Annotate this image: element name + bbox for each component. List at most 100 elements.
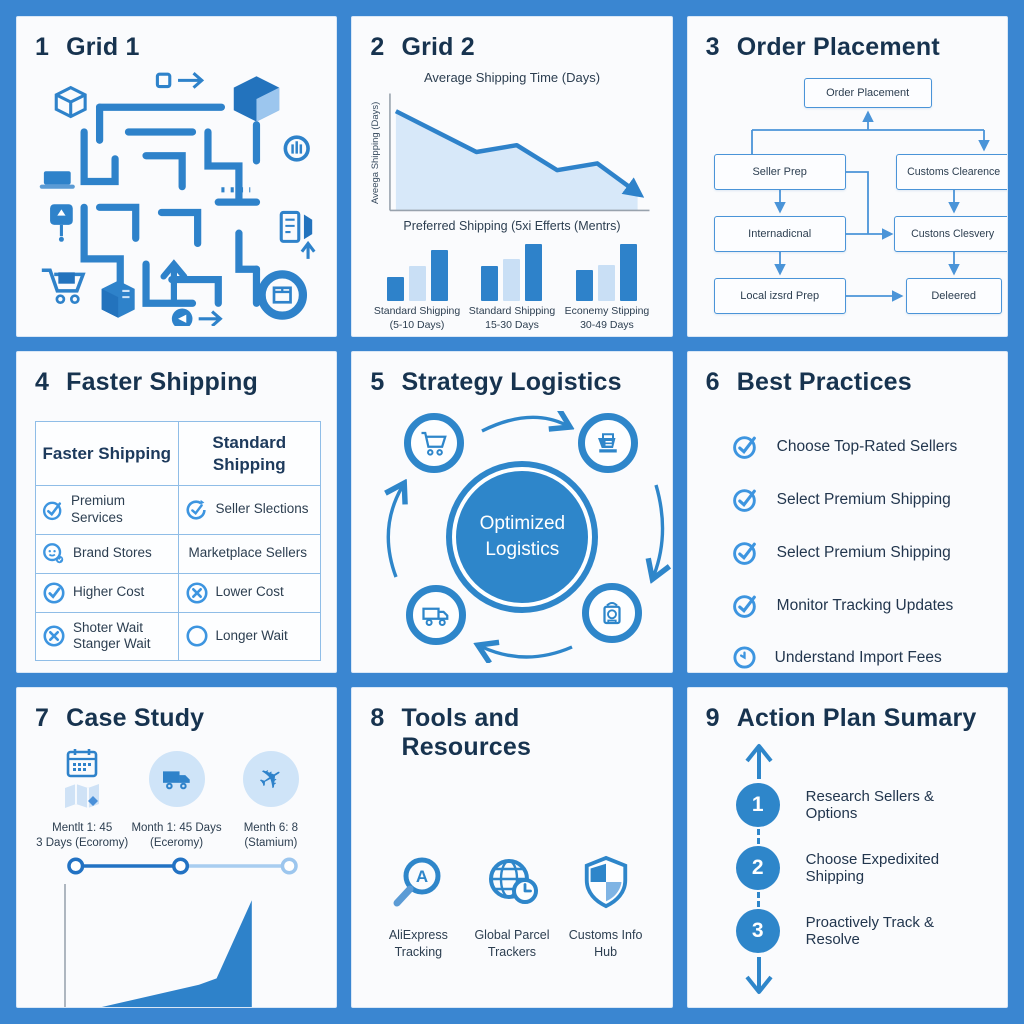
table-row: Shoter Wait Stanger Wait Longer Wait (35, 611, 321, 662)
brand-store-icon (43, 542, 64, 563)
go-arrow-icon (171, 308, 223, 326)
list-item: Choose Top-Rated Sellers (732, 433, 989, 460)
panel-case-study: 7 Case Study Mentlt 1: 45 3 Days (Ecorom… (16, 686, 338, 1008)
flow-box-customs-delivery: Custons Clesvery (893, 216, 1007, 252)
table-cell-text: Marketplace Sellers (188, 545, 308, 561)
panel-5-number: 5 (370, 368, 385, 397)
panel-faster-shipping: 4 Faster Shipping Faster Shipping Standa… (16, 351, 338, 673)
table-cell-text: Shoter Wait (73, 619, 144, 635)
bar (620, 243, 638, 301)
step-connector (756, 828, 760, 844)
check-circle-icon (42, 501, 62, 520)
box-icon (101, 280, 135, 318)
tool-item: Customs Info Hub (562, 854, 650, 962)
milestone-label-line1: Mentlt 1: 45 (52, 821, 113, 834)
line-chart-title: Average Shipping Time (Days) (423, 70, 601, 85)
optimized-logistics-hub: Optimized Logistics (452, 467, 593, 608)
plan-step: 3 Proactively Track & Resolve (735, 908, 989, 953)
panel-5-title: Strategy Logistics (401, 368, 622, 397)
panel-6-number: 6 (705, 368, 720, 397)
cycle-node-cart (404, 413, 465, 474)
shield-icon (584, 855, 627, 908)
panel-7-number: 7 (35, 703, 50, 732)
panel-order-placement: 3 Order Placement (686, 16, 1008, 338)
table-cell-text-line2: Stanger Wait (73, 636, 151, 652)
calendar-icon (66, 749, 98, 778)
cube-outline-icon (54, 85, 87, 119)
panel-3-header: 3 Order Placement (706, 33, 989, 62)
milestone: Mentlt 1: 45 3 Days (Ecoromy) (35, 737, 129, 852)
timeline-node (67, 857, 85, 875)
maze-up-arrow-icon (160, 259, 187, 305)
table-cell-text: Longer Wait (215, 628, 288, 644)
flow-box-order-placement: Order Placement (803, 78, 932, 108)
panel-1-number: 1 (35, 33, 50, 61)
bar (430, 250, 448, 301)
table-header-standard: Standard Shipping (177, 421, 321, 486)
panel-action-plan: 9 Action Plan Sumary 1 Research Sellers … (686, 686, 1008, 1008)
milestone-label-line1: Menth 6: 8 (243, 821, 299, 834)
practice-text: Select Premium Shipping (776, 490, 951, 508)
timeline-node (172, 857, 190, 875)
tool-item: A AliExpress Tracking (374, 854, 462, 962)
cycle-arrows (370, 411, 672, 663)
delivered-package-icon (257, 270, 307, 320)
bar (503, 259, 521, 301)
check-circle-icon (43, 582, 65, 604)
check-circle-icon (732, 595, 756, 619)
list-item: Understand Import Fees (732, 645, 989, 670)
x-circle-icon (43, 625, 65, 647)
checkout-cart-icon (598, 433, 618, 453)
milestone-label-line2: 3 Days (Ecoromy) (36, 837, 129, 850)
timeline-node (280, 857, 298, 875)
table-cell-text: Seller Slections (215, 501, 309, 517)
bar (408, 265, 426, 301)
tool-label: AliExpress Tracking (388, 927, 448, 960)
table-row: Brand Stores Marketplace Sellers (35, 533, 321, 574)
panel-9-title: Action Plan Sumary (736, 703, 977, 732)
panel-2-header: 2 Grid 2 (370, 33, 653, 62)
table-cell-text: Brand Stores (73, 545, 152, 561)
order-flowchart: Order Placement Seller Prep Customs Clea… (706, 78, 1007, 326)
panel-4-header: 4 Faster Shipping (35, 368, 318, 397)
clock-icon (733, 646, 756, 669)
check-circle-icon (732, 489, 756, 513)
practice-text: Understand Import Fees (774, 648, 942, 666)
list-item: Select Premium Shipping (732, 539, 989, 566)
tool-label: Customs Info Hub (568, 927, 643, 960)
bar (598, 264, 616, 301)
milestone: ✈ Menth 6: 8 (Stamium) (224, 737, 318, 852)
waypoint-arrow-icon (155, 71, 204, 89)
refresh-check-icon (186, 499, 206, 520)
bar (525, 243, 543, 301)
tool-label: Global Parcel Trackers (474, 927, 550, 960)
hand-select-icon (283, 135, 310, 162)
maze-walls (80, 103, 260, 307)
flowchart-connectors (750, 110, 990, 302)
case-growth-area-chart (63, 883, 252, 1007)
panel-2-title: Grid 2 (401, 33, 475, 61)
table-cell-text: Premium Services (71, 492, 126, 525)
practice-text: Select Premium Shipping (776, 543, 951, 561)
down-arrow-icon (745, 956, 773, 994)
truck-icon (162, 771, 190, 789)
bar-group-label: Standard Shigping(5-10 Days) (373, 305, 461, 331)
truck-badge (148, 750, 205, 807)
panel-tools-resources: 8 Tools and Resources A AliExpress Track… (351, 686, 673, 1008)
x-circle-icon (185, 582, 208, 604)
panel-7-header: 7 Case Study (35, 704, 318, 733)
shipping-maze-illustration (39, 71, 316, 326)
panel-9-header: 9 Action Plan Sumary (706, 704, 989, 733)
step-number-badge: 3 (735, 908, 780, 953)
bar (481, 265, 499, 301)
line-chart-line (395, 109, 645, 198)
flow-box-international: Internadicnal (713, 216, 846, 252)
panel-2-number: 2 (370, 33, 385, 61)
bar (386, 276, 404, 301)
table-cell-text: Lower Cost (215, 584, 284, 600)
flow-box-customs-clearance: Customs Clearence (895, 154, 1007, 190)
panel-strategy-logistics: 5 Strategy Logistics Optimized Logistics (351, 351, 673, 673)
panel-8-title: Tools and Resources (401, 703, 532, 761)
table-cell-text: Higher Cost (73, 584, 145, 600)
